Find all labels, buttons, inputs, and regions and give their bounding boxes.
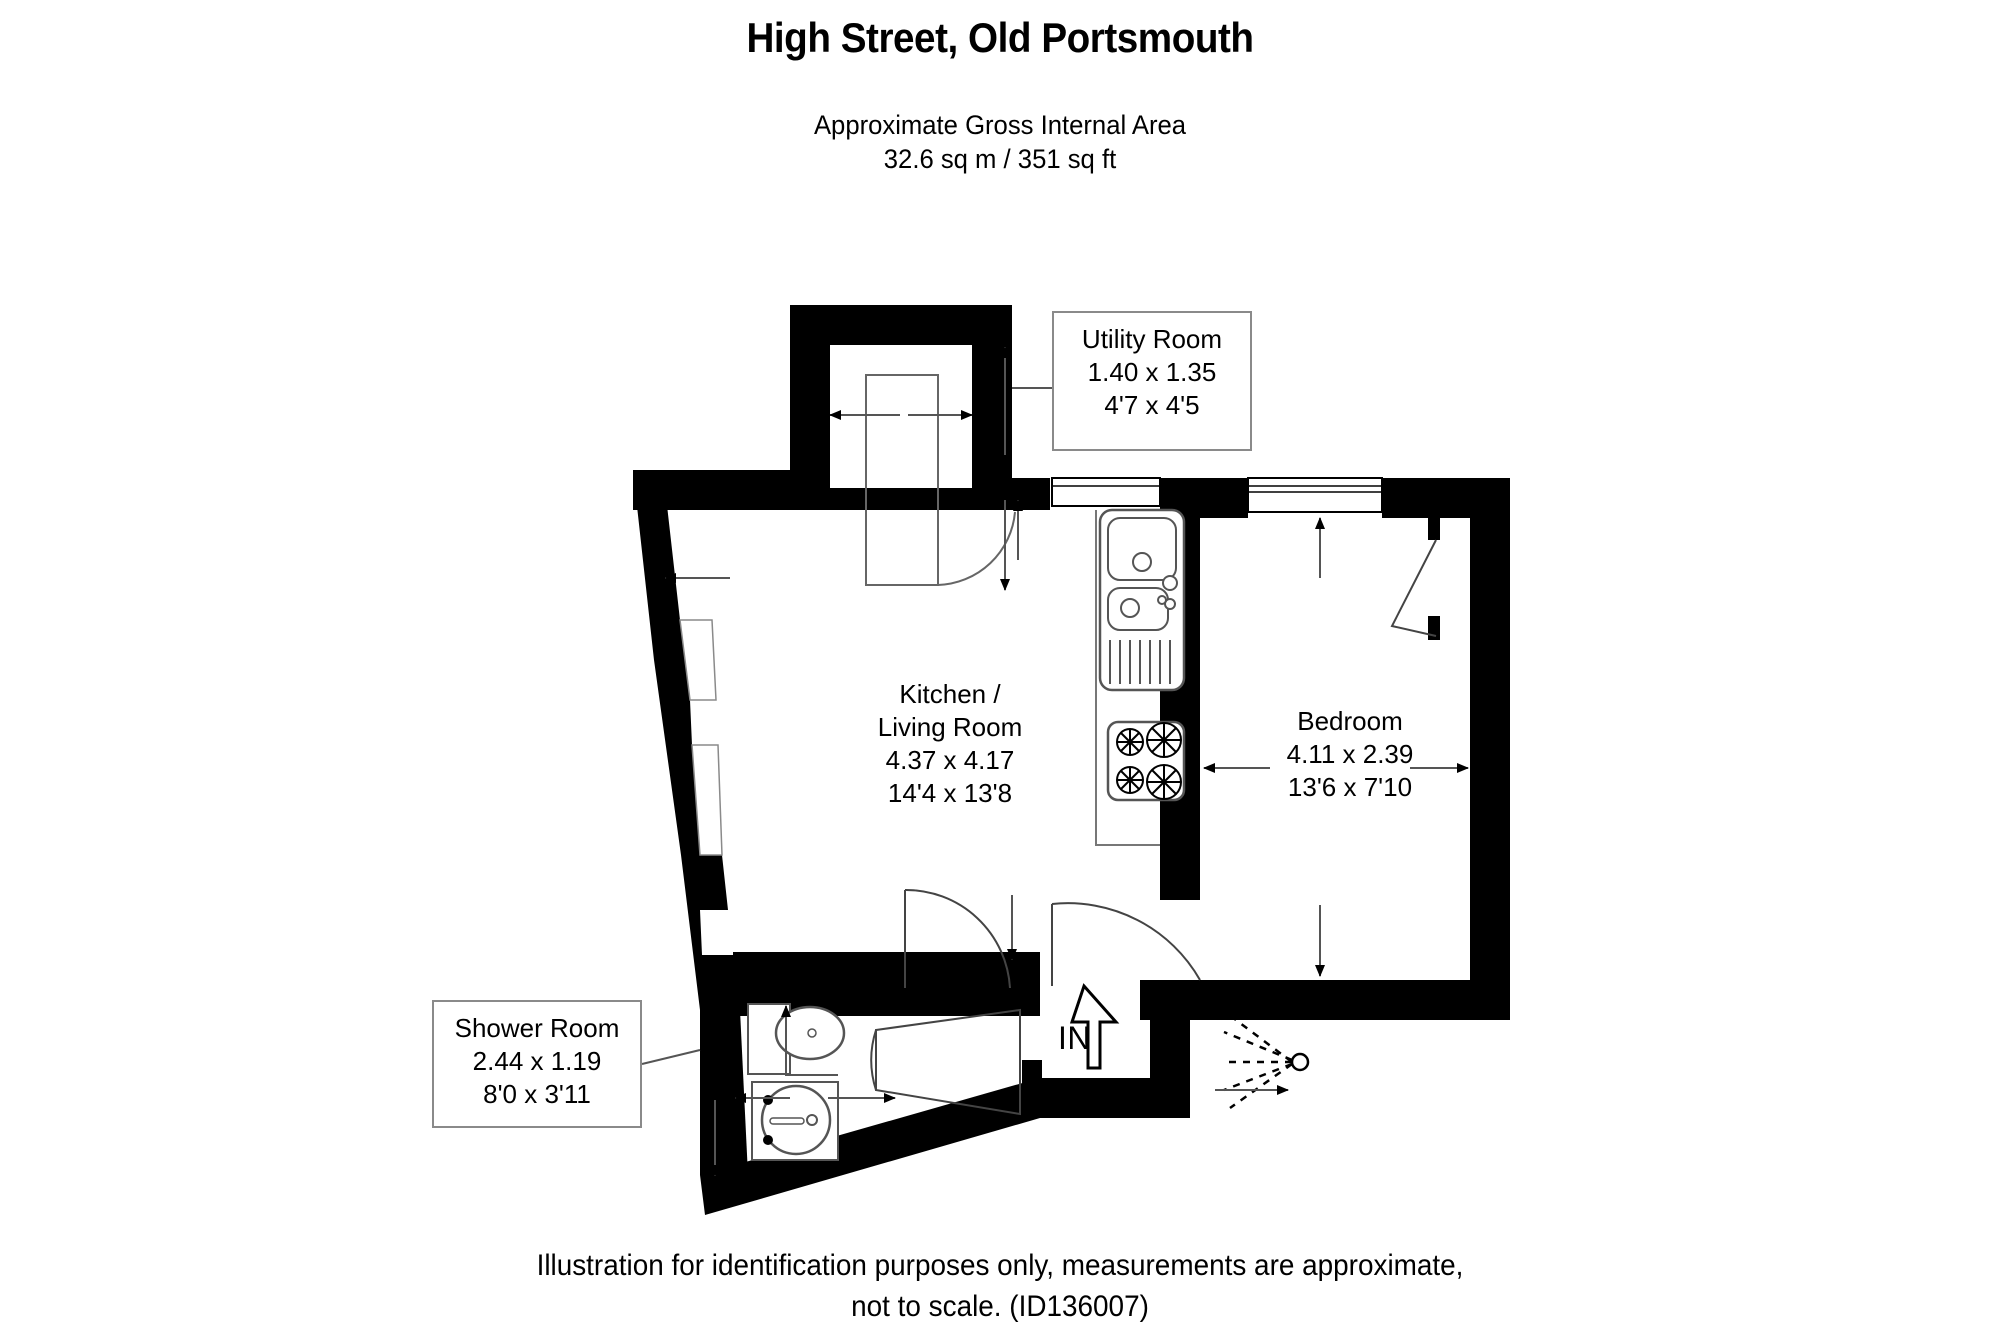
- kitchen-living-room-name-1: Kitchen /: [899, 679, 1001, 709]
- bedroom-imperial: 13'6 x 7'10: [1287, 772, 1413, 802]
- disclaimer: Illustration for identification purposes…: [70, 1245, 1930, 1327]
- utility-room-metric: 1.40 x 1.35: [1087, 357, 1217, 387]
- kitchen-living-room-imperial: 14'4 x 13'8: [887, 778, 1013, 808]
- page-title: High Street, Old Portsmouth: [746, 14, 1254, 61]
- door-utility-arc: [937, 511, 1016, 586]
- utility-room-name: Utility Room: [1081, 324, 1223, 354]
- shower-room-imperial: 8'0 x 3'11: [483, 1079, 591, 1109]
- door-bedroom-alcove-arc: [1390, 539, 1437, 637]
- wall-group: [633, 305, 1510, 1215]
- shower-room-callout: Shower Room 2.44 x 1.19 8'0 x 3'11: [432, 1000, 642, 1128]
- wall-kitchen-bottom: [733, 952, 1040, 988]
- bedroom-label: Bedroom 4.11 x 2.39 13'6 x 7'10: [1160, 705, 1540, 804]
- door-group: [865, 374, 1437, 1116]
- wall-shower-left: [700, 1010, 748, 1175]
- shower-icon: [1175, 1013, 1310, 1110]
- wc-icon: [747, 1003, 846, 1076]
- wall-bedroom-alcove-top-stub: [1428, 518, 1440, 540]
- disclaimer-line-1: Illustration for identification purposes…: [536, 1249, 1464, 1282]
- wall-bedroom-alcove: [1434, 518, 1470, 634]
- window-bedroom-north: [1247, 477, 1383, 513]
- window-kitchen-west-lower: [691, 744, 723, 856]
- utility-room-imperial: 4'7 x 4'5: [1104, 390, 1200, 420]
- kitchen-living-room-metric: 4.37 x 4.17: [885, 745, 1015, 775]
- area-summary: Approximate Gross Internal Area 32.6 sq …: [50, 108, 1950, 176]
- wall-kitchen-top-left: [633, 470, 1050, 510]
- hob-icon: [1106, 720, 1186, 802]
- door-shower-arc: [870, 1029, 877, 1091]
- area-label: Approximate Gross Internal Area: [813, 110, 1187, 140]
- shower-room-name: Shower Room: [454, 1013, 620, 1043]
- kitchen-sink-icon: [1098, 508, 1186, 692]
- dimension-arrow-group: [664, 346, 1469, 1177]
- kitchen-living-room-label: Kitchen / Living Room 4.37 x 4.17 14'4 x…: [770, 678, 1130, 810]
- kitchen-living-room-name-2: Living Room: [877, 712, 1023, 742]
- area-value: 32.6 sq m / 351 sq ft: [883, 144, 1117, 174]
- wall-shower-entry-divider: [1022, 1060, 1042, 1112]
- wall-utility-threshold-left: [790, 456, 830, 488]
- disclaimer-line-2: not to scale. (ID136007): [851, 1290, 1149, 1323]
- door-shower-leaf: [875, 1008, 1021, 1116]
- bedroom-name: Bedroom: [1297, 706, 1403, 736]
- wall-entry-bottom: [1040, 1020, 1190, 1118]
- wall-bedroom-right: [1470, 478, 1510, 1020]
- wall-kitchen-left-upper: [633, 470, 712, 660]
- door-kitchen-hall-arc: [904, 888, 1011, 989]
- wall-kitchen-left-lower: [681, 855, 740, 1010]
- shower-room-metric: 2.44 x 1.19: [472, 1046, 602, 1076]
- window-kitchen-west-upper: [679, 619, 717, 701]
- door-bedroom-arc: [1051, 902, 1201, 981]
- door-utility-leaf: [865, 374, 939, 586]
- window-group: [679, 477, 1383, 856]
- bedroom-metric: 4.11 x 2.39: [1286, 739, 1414, 769]
- wall-bedroom-bottom: [1140, 980, 1510, 1020]
- wall-bedroom-top-left: [1160, 478, 1248, 518]
- wall-utility-threshold: [972, 456, 1012, 488]
- utility-room-callout: Utility Room 1.40 x 1.35 4'7 x 4'5: [1052, 311, 1252, 451]
- wall-bottom-angled: [700, 1078, 1040, 1215]
- wall-divider-lower: [1160, 860, 1200, 900]
- up-arrow-icon: [1069, 983, 1120, 1070]
- callout-leader-shower: [641, 1049, 701, 1065]
- entrance-label: IN: [1058, 1020, 1091, 1056]
- wash-basin-icon: [751, 1081, 839, 1161]
- window-kitchen-north: [1051, 477, 1161, 507]
- kitchen-counter-outline: [1095, 510, 1160, 846]
